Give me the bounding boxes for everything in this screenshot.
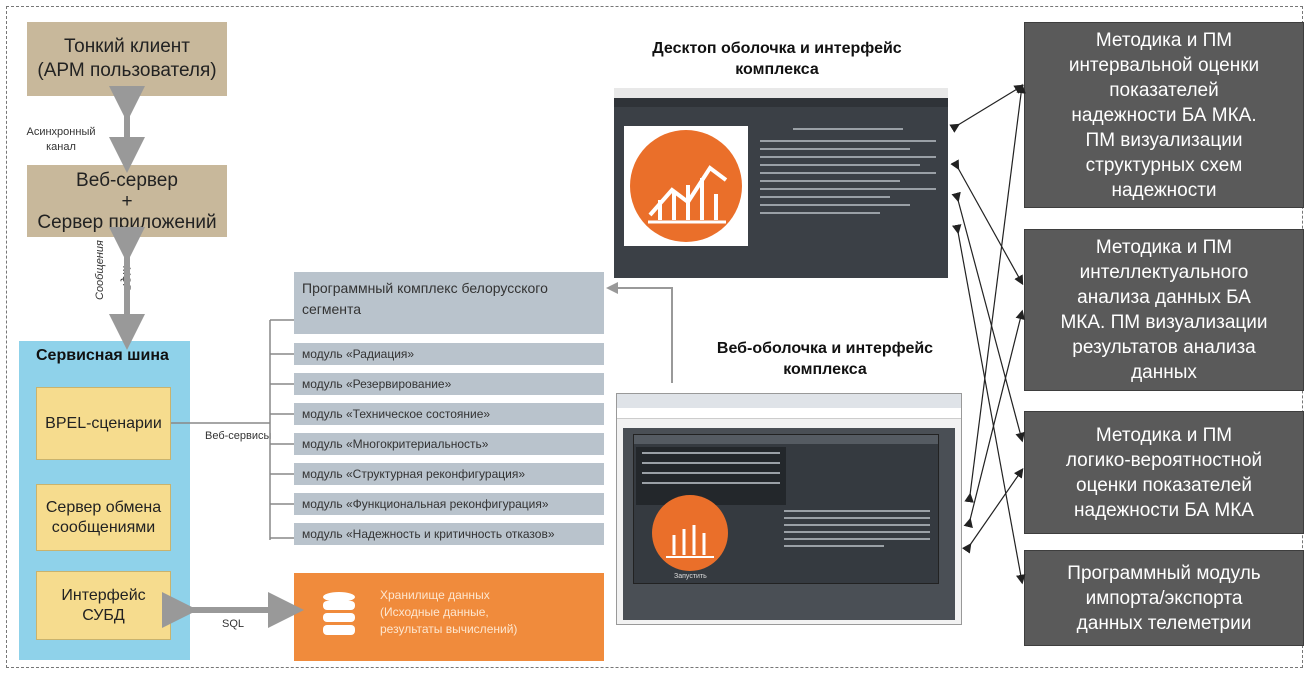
right-box-line: структурных схем <box>1085 154 1243 176</box>
web-server-box: Веб-сервер + Сервер приложений <box>27 165 227 237</box>
right-box-line: импорта/экспорта <box>1085 587 1243 609</box>
desktop-caption-line1: Десктоп оболочка и интерфейс <box>652 40 902 57</box>
browser-tabbar <box>617 394 961 408</box>
desktop-text-block <box>760 124 936 214</box>
web-page-area: Запустить <box>623 428 955 620</box>
complex-title-line2: сегмента <box>302 301 362 317</box>
right-box-line: показателей <box>1109 79 1219 101</box>
right-box-line: надежности БА МКА. <box>1071 104 1257 126</box>
data-storage-box: Хранилище данных (Исходные данные, резул… <box>294 573 604 661</box>
web-server-line2: + <box>121 190 133 212</box>
chart-logo-icon <box>630 130 742 242</box>
web-chart-logo-icon <box>652 495 728 571</box>
messages-label: Сообщения <box>94 240 106 300</box>
thin-client-line1: Тонкий клиент <box>64 36 190 57</box>
module-item: модуль «Радиация» <box>294 343 604 365</box>
right-box-line: Методика и ПМ <box>1095 237 1233 258</box>
web-app-window: Запустить <box>633 434 939 584</box>
right-box-interval: Методика и ПМ интервальной оценки показа… <box>1024 22 1304 208</box>
storage-line1: Хранилище данных <box>380 588 490 602</box>
message-server-line2: сообщениями <box>51 518 156 536</box>
right-box-logic: Методика и ПМ логико-вероятностной оценк… <box>1024 411 1304 534</box>
thin-client-line2: (АРМ пользователя) <box>37 60 217 81</box>
module-item: модуль «Функциональная реконфигурация» <box>294 493 604 515</box>
right-box-line: данных телеметрии <box>1076 612 1252 634</box>
desktop-screenshot <box>614 88 948 278</box>
webservices-label: Веб-сервисы <box>205 430 272 442</box>
web-caption: Веб-оболочка и интерфейс комплекса <box>680 338 970 380</box>
module-list: модуль «Радиация» модуль «Резервирование… <box>294 343 604 545</box>
complex-title-box: Программный комплекс белорусского сегмен… <box>294 272 604 334</box>
desktop-menubar <box>614 98 948 107</box>
web-run-button[interactable]: Запустить <box>674 573 707 580</box>
async-label-line2: канал <box>46 141 76 153</box>
web-caption-line1: Веб-оболочка и интерфейс <box>716 340 934 357</box>
storage-text: Хранилище данных (Исходные данные, резул… <box>380 587 517 638</box>
right-box-line: анализа данных БА <box>1077 287 1251 308</box>
message-server-line1: Сервер обмена <box>45 498 162 516</box>
right-box-line: МКА. ПМ визуализации <box>1060 312 1268 333</box>
database-icon <box>322 591 356 637</box>
right-box-line: ПМ визуализации <box>1085 129 1243 151</box>
async-label-line1: Асинхронный <box>26 126 96 138</box>
thin-client-box: Тонкий клиент (АРМ пользователя) <box>27 22 227 96</box>
dbms-interface-box: Интерфейс СУБД <box>36 571 171 640</box>
storage-line3: результаты вычислений) <box>380 622 518 636</box>
module-item: модуль «Резервирование» <box>294 373 604 395</box>
browser-addressbar <box>617 408 961 419</box>
right-box-line: интервальной оценки <box>1068 54 1260 76</box>
storage-line2: (Исходные данные, <box>380 605 489 619</box>
bpel-box: BPEL-сценарии <box>36 387 171 460</box>
right-box-line: данных <box>1131 362 1197 383</box>
right-box-line: оценки показателей <box>1076 474 1252 496</box>
right-box-line: Методика и ПМ <box>1095 29 1233 51</box>
sql-label: SQL <box>222 618 245 630</box>
desktop-logo-panel <box>624 126 748 246</box>
right-box-line: надежности БА МКА <box>1074 499 1254 521</box>
web-app-titlebar <box>634 435 938 444</box>
web-server-line3: Сервер приложений <box>37 211 217 233</box>
right-box-line: Методика и ПМ <box>1095 424 1233 446</box>
right-box-line: Программный модуль <box>1067 562 1261 584</box>
complex-title-line1: Программный комплекс белорусского <box>302 280 548 296</box>
right-box-line: интеллектуального <box>1079 262 1249 283</box>
module-item: модуль «Надежность и критичность отказов… <box>294 523 604 545</box>
module-item: модуль «Техническое состояние» <box>294 403 604 425</box>
dbms-line1: Интерфейс <box>61 586 146 604</box>
web-caption-line2: комплекса <box>783 361 867 378</box>
web-server-line1: Веб-сервер <box>76 169 178 191</box>
right-box-line: логико-вероятностной <box>1065 449 1263 471</box>
right-box-analysis: Методика и ПМ интеллектуального анализа … <box>1024 229 1304 391</box>
right-box-line: надежности <box>1111 179 1217 201</box>
service-bus-title: Сервисная шина <box>36 347 169 364</box>
desktop-caption: Десктоп оболочка и интерфейс комплекса <box>612 38 942 80</box>
desktop-titlebar <box>614 88 948 98</box>
web-screenshot: Запустить <box>616 393 962 625</box>
right-box-line: результатов анализа <box>1072 337 1256 358</box>
mqp-label: MQP <box>120 266 132 292</box>
module-item: модуль «Многокритериальность» <box>294 433 604 455</box>
right-box-telemetry: Программный модуль импорта/экспорта данн… <box>1024 550 1304 646</box>
web-text-block <box>784 510 930 547</box>
message-server-box: Сервер обмена сообщениями <box>36 484 171 551</box>
dbms-line2: СУБД <box>82 606 125 624</box>
desktop-caption-line2: комплекса <box>735 61 819 78</box>
async-channel-label: Асинхронный канал <box>18 125 104 155</box>
web-dropdown-menu <box>636 447 786 505</box>
module-item: модуль «Структурная реконфигурация» <box>294 463 604 485</box>
